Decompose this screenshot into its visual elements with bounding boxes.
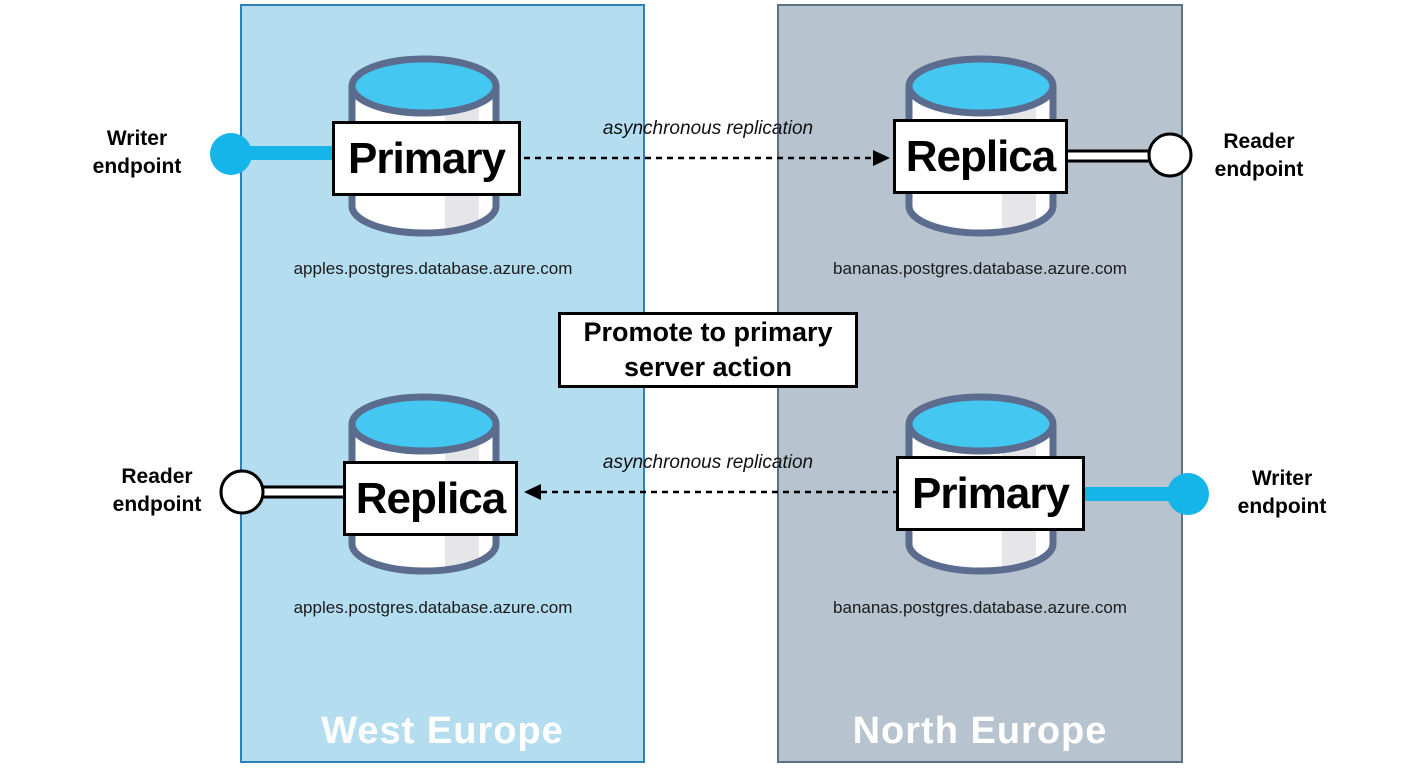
reader-endpoint-icon bbox=[1147, 132, 1193, 178]
replication-arrowhead-top bbox=[873, 150, 890, 166]
writer-endpoint-label: Writer endpoint bbox=[92, 127, 182, 179]
reader-endpoint-label: Reader endpoint bbox=[1214, 130, 1304, 182]
node-hostname: apples.postgres.database.azure.com bbox=[293, 259, 573, 278]
writer-endpoint-label: Writer endpoint bbox=[1237, 467, 1327, 519]
node-role-box-replica-north: Replica bbox=[893, 119, 1068, 194]
writer-endpoint-icon bbox=[210, 133, 252, 175]
node-role-box-primary-north: Primary bbox=[896, 456, 1085, 531]
node-hostname: bananas.postgres.database.azure.com bbox=[833, 598, 1127, 617]
node-hostname: apples.postgres.database.azure.com bbox=[293, 598, 573, 617]
region-label: North Europe bbox=[852, 710, 1108, 752]
region-label: West Europe bbox=[321, 710, 564, 752]
node-role-box-primary-west: Primary bbox=[332, 121, 521, 196]
promote-action-box: Promote to primary server action bbox=[558, 312, 858, 388]
replication-arrowhead-bottom bbox=[524, 484, 541, 500]
replication-label-top: asynchronous replication bbox=[602, 118, 814, 139]
replication-label-bottom: asynchronous replication bbox=[602, 452, 814, 473]
reader-endpoint-label: Reader endpoint bbox=[112, 465, 202, 517]
reader-endpoint-icon bbox=[219, 469, 265, 515]
writer-endpoint-icon bbox=[1167, 473, 1209, 515]
node-role-box-replica-west: Replica bbox=[343, 461, 518, 536]
node-hostname: bananas.postgres.database.azure.com bbox=[833, 259, 1127, 278]
